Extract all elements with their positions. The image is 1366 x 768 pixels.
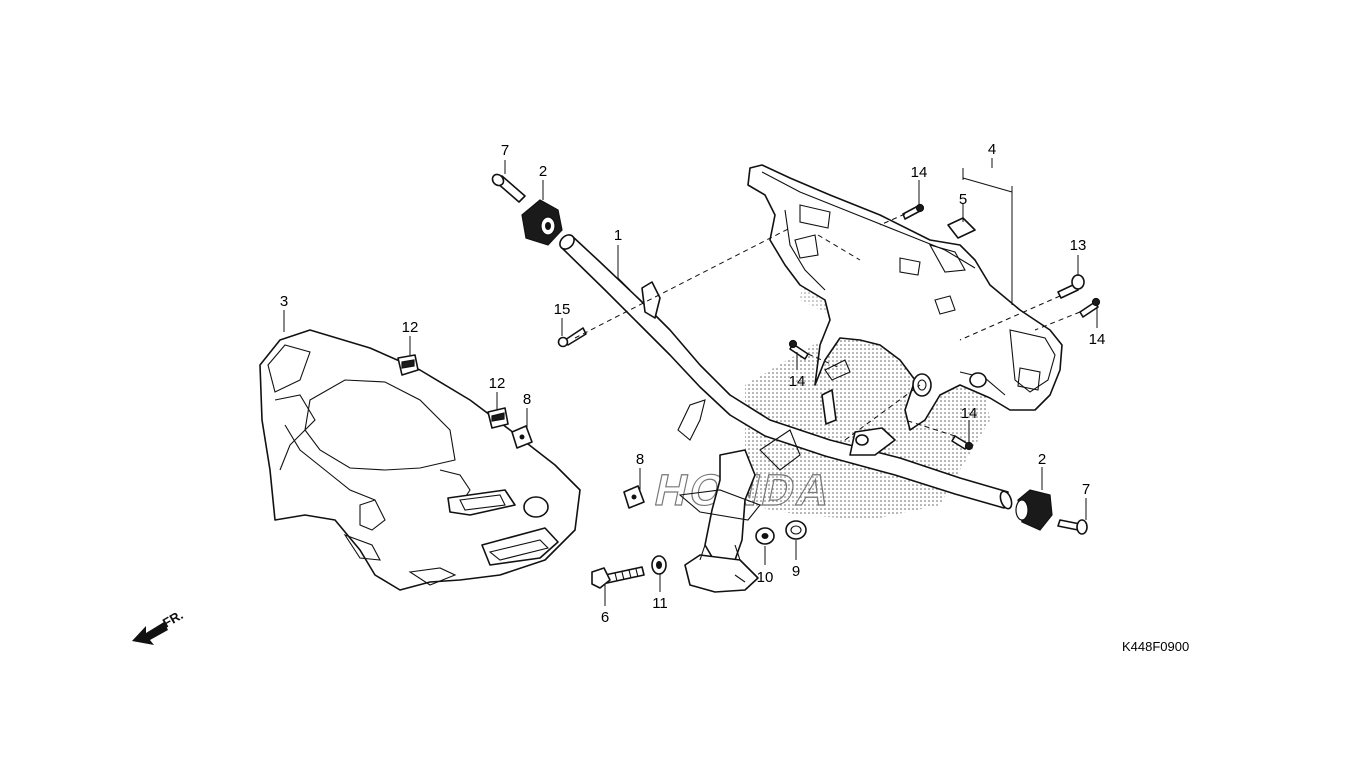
screw-14-bottom — [951, 435, 974, 451]
screw-13 — [1057, 274, 1085, 299]
callout-3: 3 — [280, 293, 288, 310]
screw-14-top — [902, 203, 925, 220]
callout-5: 5 — [959, 191, 967, 208]
handlebar-pipe — [559, 234, 1013, 593]
rubber-mount-top — [521, 199, 563, 246]
screw-14-right — [1079, 297, 1101, 318]
front-handlebar-cover — [259, 329, 581, 591]
washer-10 — [651, 555, 667, 575]
leader-lines — [283, 158, 1098, 606]
rubber-mount-right — [1015, 489, 1053, 531]
callout-2: 2 — [1038, 451, 1046, 468]
callout-6: 6 — [601, 609, 609, 626]
clip-nut-8-upper — [511, 425, 533, 449]
callout-12: 12 — [402, 319, 419, 336]
callout-1: 1 — [614, 227, 622, 244]
grommet-9 — [785, 520, 807, 540]
nut-11 — [755, 527, 775, 545]
callout-12: 12 — [489, 375, 506, 392]
callout-8: 8 — [636, 451, 644, 468]
callout-11: 10 — [757, 569, 774, 586]
callout-14: 14 — [961, 405, 978, 422]
callout-4: 4 — [988, 141, 996, 158]
callout-7: 7 — [501, 142, 509, 159]
front-arrow-icon — [132, 622, 168, 645]
clip-12-upper — [397, 354, 419, 376]
callout-15: 15 — [554, 301, 571, 318]
callout-13: 13 — [1070, 237, 1087, 254]
rear-handlebar-cover — [747, 164, 1063, 431]
clip-nut-8-lower — [623, 485, 645, 509]
emblem-plate — [947, 217, 976, 239]
callout-8: 8 — [523, 391, 531, 408]
callout-numbers: 7 2 1 3 12 12 8 15 8 6 11 10 9 14 4 5 13… — [280, 141, 1106, 626]
callout-14: 14 — [911, 164, 928, 181]
screw-15 — [557, 327, 587, 348]
clip-12-lower — [487, 407, 509, 429]
bolt-right — [1057, 519, 1088, 535]
front-direction-indicator: FR. — [132, 607, 186, 645]
callout-2: 2 — [539, 163, 547, 180]
callout-14: 14 — [1089, 331, 1106, 348]
callout-7: 7 — [1082, 481, 1090, 498]
callout-9: 9 — [792, 563, 800, 580]
bolt-top-left — [491, 173, 526, 203]
callout-10: 11 — [652, 595, 668, 612]
figure-code: K448F0900 — [1122, 639, 1189, 654]
callout-14: 14 — [789, 373, 806, 390]
bolt-6 — [591, 566, 645, 589]
screw-14-left — [788, 339, 809, 360]
